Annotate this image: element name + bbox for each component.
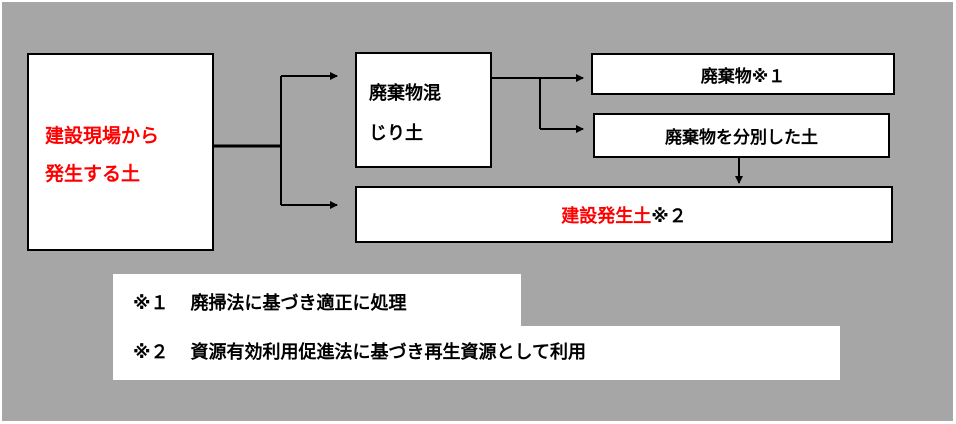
waste-label: 廃棄物※１ — [700, 66, 786, 87]
surplus-soil-box: 建設発生土※２ — [355, 186, 893, 243]
source-soil-label-line2: 発生する土 — [45, 163, 141, 185]
mixed-soil-box: 廃棄物混 じり土 — [355, 52, 492, 168]
mixed-soil-label-line1: 廃棄物混 — [369, 83, 441, 104]
note-2: ※２ 資源有効利用促進法に基づき再生資源として利用 — [113, 326, 840, 380]
sorted-soil-box: 廃棄物を分別した土 — [593, 113, 890, 158]
note-1-mark: ※１ — [133, 293, 169, 314]
note-2-mark: ※２ — [133, 342, 169, 363]
surplus-soil-note-mark: ※２ — [651, 205, 687, 227]
source-soil-label-line1: 建設現場から — [45, 125, 160, 147]
source-soil-box: 建設現場から 発生する土 — [27, 53, 214, 251]
sorted-soil-label: 廃棄物を分別した土 — [665, 128, 818, 148]
waste-box: 廃棄物※１ — [591, 53, 895, 95]
notes-panel: ※１ 廃掃法に基づき適正に処理 ※２ 資源有効利用促進法に基づき再生資源として利用 — [113, 274, 840, 380]
surplus-soil-label: 建設発生土 — [561, 205, 652, 227]
note-1-text: 廃掃法に基づき適正に処理 — [190, 293, 407, 314]
note-2-text: 資源有効利用促進法に基づき再生資源として利用 — [190, 342, 586, 363]
note-1: ※１ 廃掃法に基づき適正に処理 — [113, 274, 521, 326]
mixed-soil-label-line2: じり土 — [369, 123, 423, 144]
